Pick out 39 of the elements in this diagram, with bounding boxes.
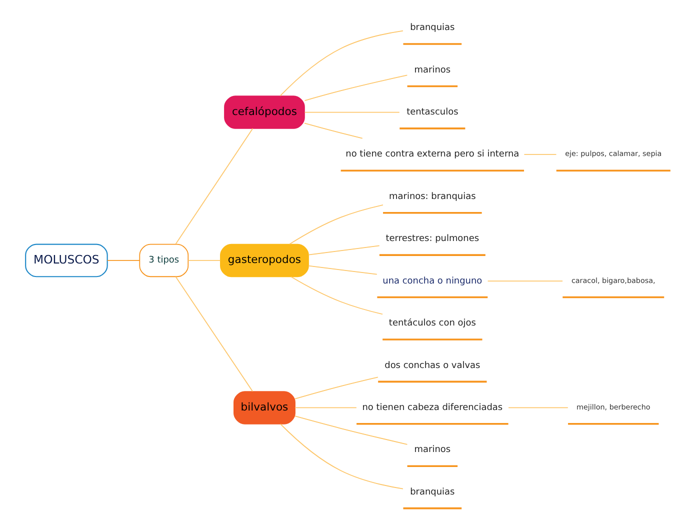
connector — [106, 260, 140, 261]
connector — [308, 245, 380, 256]
connector — [294, 376, 378, 400]
connector — [487, 280, 563, 282]
connector — [290, 276, 383, 315]
node-text: branquias — [410, 23, 455, 34]
node-text: no tienen cabeza diferenciadas — [362, 402, 503, 413]
connector — [308, 265, 378, 275]
connector — [304, 112, 400, 113]
node-text: branquias — [410, 487, 455, 498]
node-text: tentáculos con ojos — [388, 318, 476, 329]
connector — [175, 276, 254, 392]
node-text: mejillon, berberecho — [576, 402, 650, 412]
connector — [524, 154, 557, 155]
connector — [289, 204, 384, 245]
node-text: una concha o ninguno — [382, 276, 482, 286]
connector — [188, 260, 221, 261]
node-text: marinos — [414, 445, 451, 456]
node-box: MOLUSCOS — [25, 244, 108, 278]
connector — [304, 122, 363, 139]
connector — [304, 74, 408, 102]
connector — [294, 407, 357, 408]
node-text: caracol, bigaro,babosa, — [571, 276, 656, 285]
connector — [294, 416, 408, 445]
node-text: marinos: branquias — [389, 192, 476, 202]
connector — [280, 30, 404, 96]
node-text: tentasculos — [406, 108, 458, 118]
node-box: gasteropodos — [220, 244, 309, 278]
node-text: dos conchas o valvas — [384, 360, 480, 371]
connector — [508, 407, 568, 408]
node-text: marinos — [414, 65, 451, 76]
connector — [175, 128, 254, 244]
node-box: 3 tipos — [139, 244, 189, 278]
node-box: cefalópodos — [224, 96, 305, 129]
node-box: bilvalvos — [234, 391, 296, 424]
connector — [280, 424, 404, 490]
node-text: eje: pulpos, calamar, sepia — [565, 149, 662, 158]
node-text: terrestres: pulmones — [386, 234, 480, 244]
node-text: no tiene contra externa pero si interna — [346, 150, 520, 160]
